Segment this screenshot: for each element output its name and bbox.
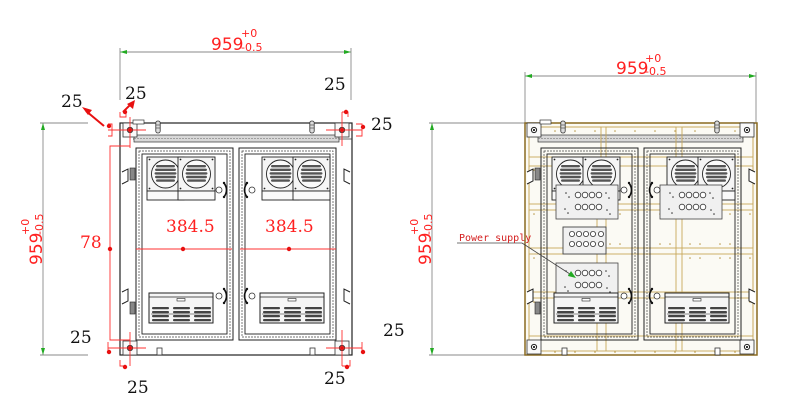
left-red-arrows [82, 100, 135, 127]
right-width-tol-upper: +0 [645, 52, 661, 65]
label-bottom-right-side: 25 [383, 321, 405, 341]
right-view: 959 +0 -0.5 959 +0 -0.5 [408, 52, 758, 356]
right-width-value: 959 [616, 59, 648, 79]
right-height-tol-upper: +0 [408, 219, 421, 235]
left-width-tol-lower: -0.5 [241, 41, 262, 54]
label-bottom-left-down: 25 [127, 378, 149, 398]
left-width-tol-upper: +0 [241, 27, 257, 40]
label-top-left-up: 25 [125, 84, 147, 104]
right-height-dimension [429, 122, 525, 356]
left-height-value: 959 [27, 233, 47, 265]
label-top-right-side: 25 [371, 115, 393, 135]
power-supply-callout: Power supply [457, 233, 576, 278]
label-top-right-up: 25 [324, 75, 346, 95]
right-height-value: 959 [416, 233, 436, 265]
right-width-tol-lower: -0.5 [645, 65, 666, 78]
label-door-2-width: 384.5 [265, 217, 314, 237]
label-vertical-offset: 78 [80, 233, 102, 253]
left-height-tol-lower: -0.5 [33, 214, 46, 235]
label-bottom-right-down: 25 [324, 369, 346, 389]
left-view: 959 +0 -0.5 959 +0 -0.5 [19, 27, 405, 398]
label-top-left-diag: 25 [61, 92, 83, 112]
right-width-dimension [524, 72, 757, 123]
right-height-tol-lower: -0.5 [422, 214, 435, 235]
left-door-2 [238, 147, 337, 341]
label-bottom-left-side: 25 [70, 328, 92, 348]
left-red-markers [106, 109, 366, 370]
left-width-value: 959 [211, 35, 243, 55]
power-supply-box [562, 226, 607, 255]
left-height-dimension [40, 122, 88, 356]
power-supply-label: Power supply [459, 233, 531, 244]
left-door-1 [135, 147, 234, 341]
left-width-dimension [119, 48, 352, 100]
right-door-1 [540, 147, 639, 341]
label-door-1-width: 384.5 [166, 217, 215, 237]
right-door-2 [643, 147, 742, 341]
left-height-tol-upper: +0 [19, 219, 32, 235]
